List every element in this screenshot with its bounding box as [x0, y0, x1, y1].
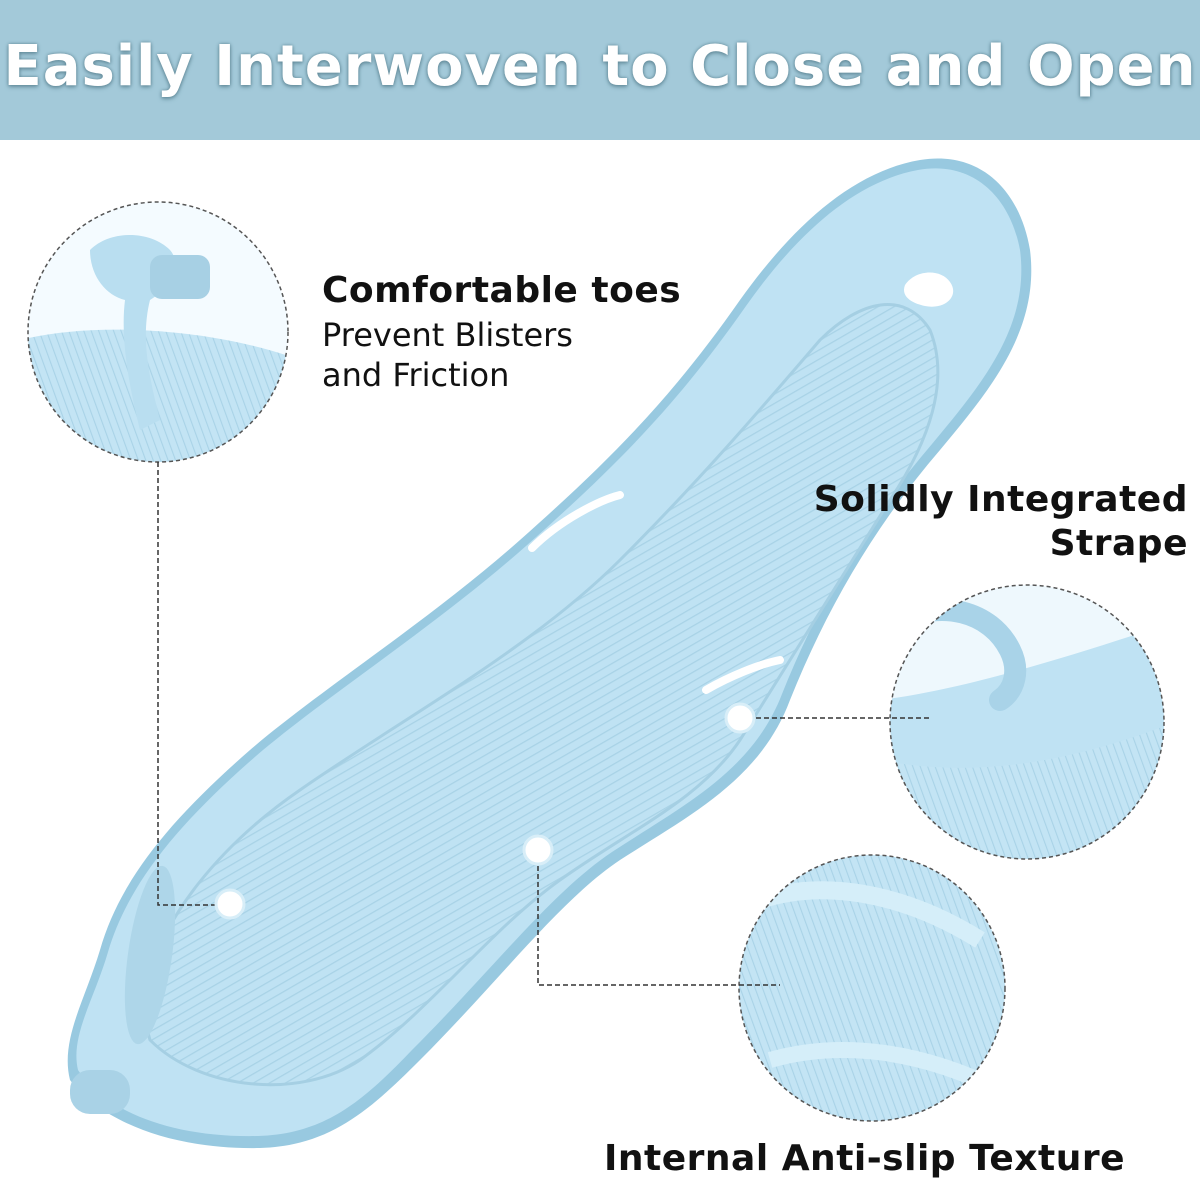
banner-title: Easily Interwoven to Close and Open	[3, 34, 1197, 99]
marker-dot-texture	[522, 834, 554, 866]
feature-toes-title: Comfortable toes	[322, 270, 682, 311]
feature-texture-title: Internal Anti-slip Texture	[604, 1138, 1126, 1179]
callout-line-texture	[537, 850, 780, 986]
header-banner: Easily Interwoven to Close and Open	[0, 0, 1200, 140]
zoom-circle-strap	[889, 584, 1165, 860]
callout-lines	[157, 462, 930, 986]
feature-anti-slip-texture: Internal Anti-slip Texture	[604, 1138, 1125, 1179]
marker-dots	[214, 702, 756, 920]
heel-hole	[904, 272, 954, 307]
marker-dot-strap	[724, 702, 756, 734]
strap-slot-left	[528, 491, 624, 552]
feature-toes-line2: and Friction	[322, 356, 510, 394]
zoom-circle-texture	[738, 854, 1006, 1122]
feature-integrated-strap: Solidly Integrated Strape	[814, 478, 1188, 566]
feature-strap-line2: Strape	[1049, 523, 1188, 564]
feature-comfortable-toes: Comfortable toes Prevent Blisters and Fr…	[322, 270, 681, 395]
toe-slot	[124, 865, 176, 1045]
marker-dot-toes	[214, 888, 246, 920]
sandal-image	[67, 158, 1032, 1149]
feature-strap-line1: Solidly Integrated	[813, 479, 1188, 520]
callout-line-toes	[157, 462, 230, 906]
toe-post-knob	[70, 1070, 130, 1114]
strap-slot-right	[702, 656, 784, 694]
sandal-footbed	[144, 303, 940, 1087]
feature-toes-line1: Prevent Blisters	[322, 316, 573, 354]
zoom-circle-toes	[27, 201, 289, 463]
